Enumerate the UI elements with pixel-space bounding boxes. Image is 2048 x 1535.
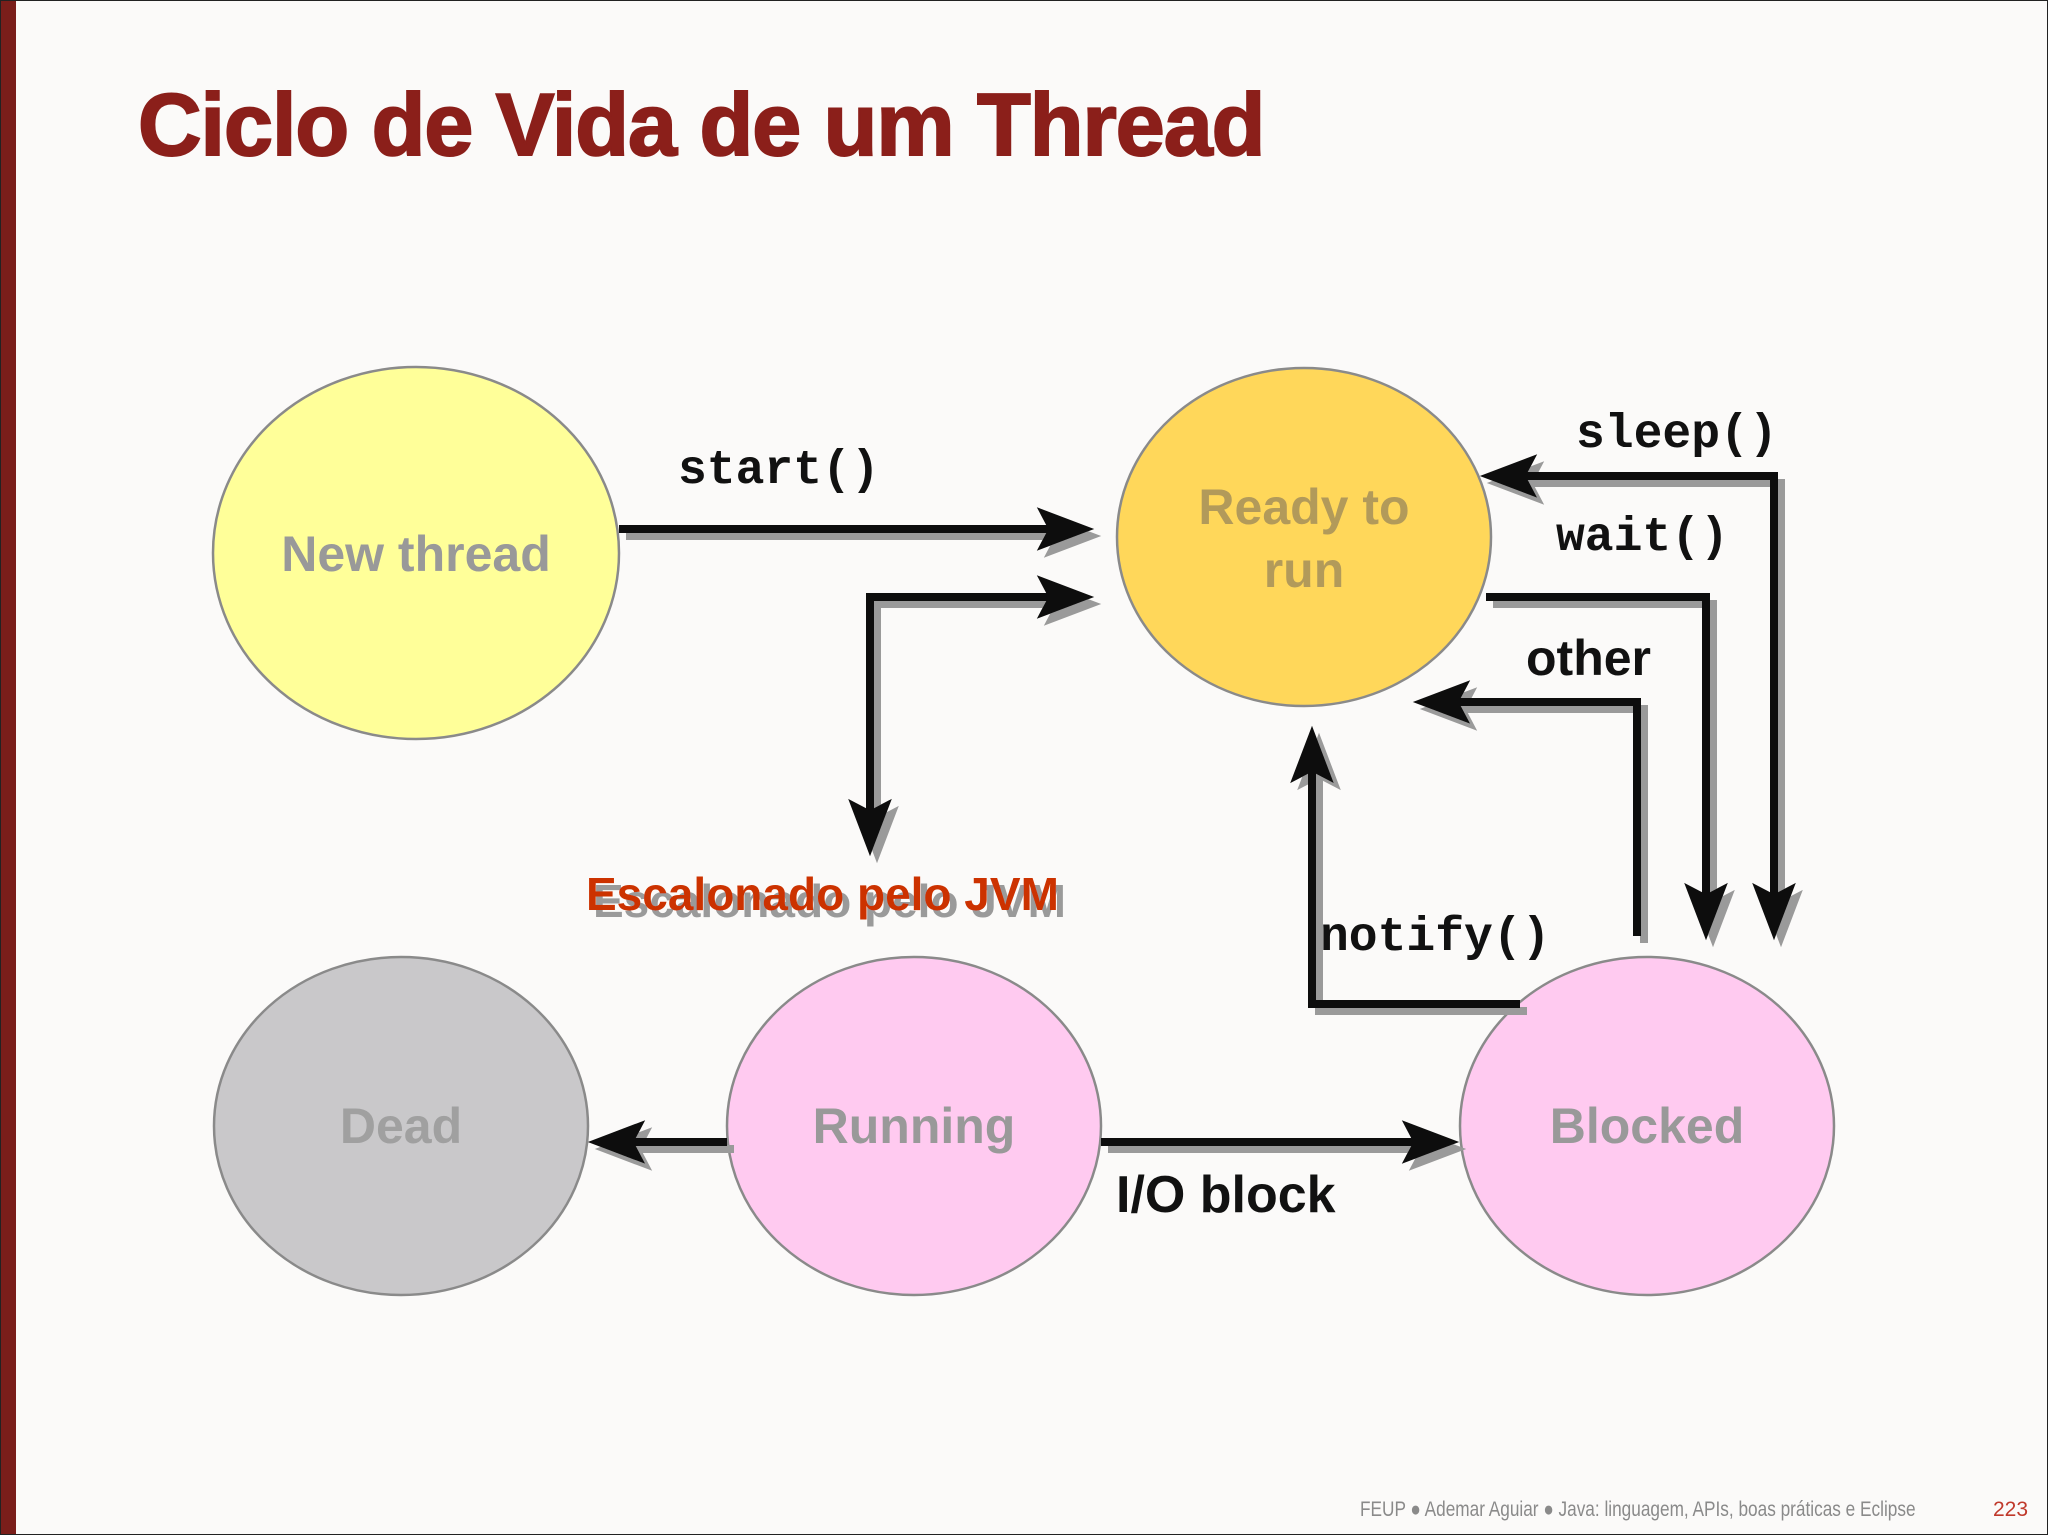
state-blocked: Blocked [1458,955,1836,1297]
state-ready-to-run: Ready to run [1115,366,1493,708]
left-accent-bar [0,0,16,1535]
arrow-notify [1290,725,1520,1008]
state-ready-to-run-label-line2: run [1264,542,1345,598]
arrow-io-block [1101,1120,1460,1164]
slide-title: Ciclo de Vida de um Thread [137,74,1266,175]
label-scheduled-by-jvm: Escalonado pelo JVM [586,868,1059,920]
state-blocked-label: Blocked [1550,1098,1745,1154]
label-wait: wait() [1556,511,1729,565]
arrow-to-dead [587,1120,727,1164]
label-notify: notify() [1320,911,1550,965]
label-start: start() [678,444,880,498]
state-dead-label: Dead [340,1098,462,1154]
state-running-shape [725,955,1103,1297]
state-blocked-shape [1458,955,1836,1297]
footer-text: FEUP ● Ademar Aguiar ● Java: linguagem, … [1360,1498,1916,1521]
state-ready-to-run-label-line1: Ready to [1198,479,1409,535]
arrow-sleep [1479,454,1796,941]
arrow-start [619,507,1095,551]
state-ready-to-run-shape [1115,366,1493,708]
state-running-label: Running [813,1098,1016,1154]
arrow-scheduler-loop [848,575,1095,857]
state-dead: Dead [212,955,590,1297]
state-new-thread-label: New thread [281,526,551,582]
label-other: other [1526,630,1651,686]
state-running: Running [725,955,1103,1297]
state-new-thread: New thread [211,365,621,741]
page-number: 223 [1993,1498,2029,1521]
state-new-thread-shape [211,365,621,741]
arrow-other [1412,680,1641,936]
label-io-block: I/O block [1116,1166,1336,1224]
state-dead-shape [212,955,590,1297]
arrow-wait [1486,593,1728,941]
label-sleep: sleep() [1576,408,1778,462]
